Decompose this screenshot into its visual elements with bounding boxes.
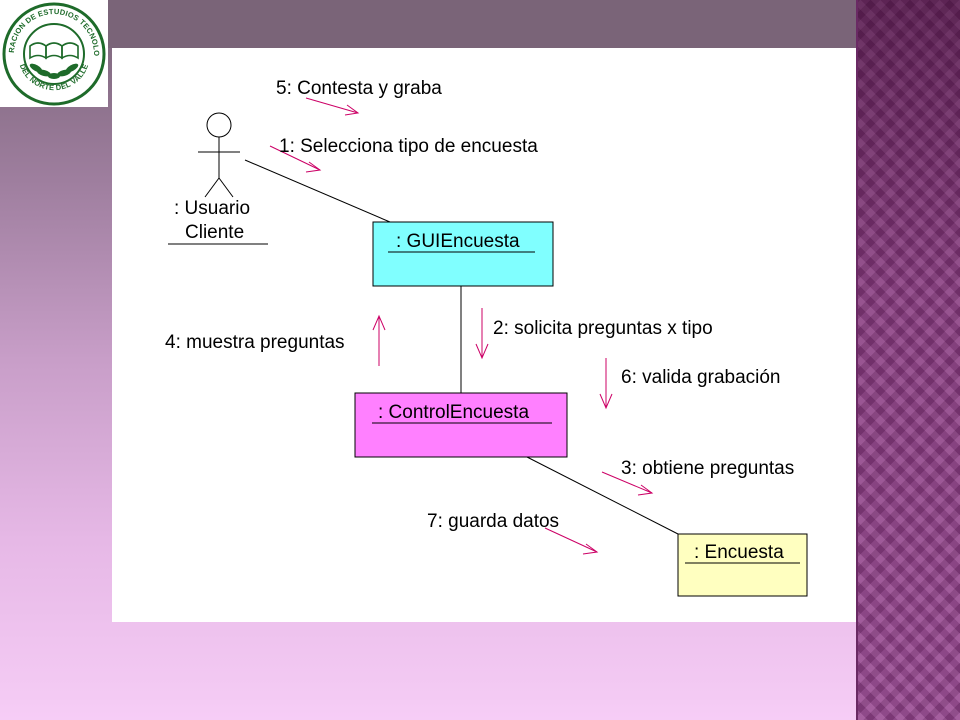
link-actor-gui [244,159,391,223]
message-4-arrow [372,314,386,366]
actor-stick-figure [198,112,240,198]
object-encuesta-label: : Encuesta [694,542,784,563]
link-control-entity [526,456,679,535]
message-4-label: 4: muestra preguntas [165,332,345,353]
message-2-arrow [475,308,489,360]
message-6-label: 6: valida grabación [621,367,781,388]
message-2-label: 2: solicita preguntas x tipo [493,318,713,339]
object-control-box [354,392,568,458]
actor-head [206,112,232,138]
book-icon [29,42,79,60]
message-7-arrow [544,527,599,555]
message-7-label: 7: guarda datos [427,511,559,532]
actor-name-line2: Cliente [185,222,244,243]
actor-left-leg [204,177,220,198]
actor-name-line1: : Usuario [174,198,250,219]
object-gui-label: : GUIEncuesta [396,231,520,252]
object-gui-box [372,221,554,287]
message-3-arrow [601,471,654,496]
actor-right-leg [218,177,234,198]
object-control-label: : ControlEncuesta [378,402,529,423]
object-gui-encuesta[interactable]: : GUIEncuesta [372,221,554,287]
object-control-encuesta[interactable]: : ControlEncuesta [354,392,568,458]
object-encuesta-box [677,533,808,597]
message-3-label: 3: obtiene preguntas [621,458,794,479]
message-6-arrow [599,358,613,410]
institution-logo: CORPORACION DE ESTUDIOS TECNOLOGICOS DEL… [0,0,106,106]
message-1-label: 1: Selecciona tipo de encuesta [279,136,538,157]
object-encuesta[interactable]: : Encuesta [677,533,808,597]
message-1-arrow [269,145,322,173]
top-banner [0,0,856,48]
diagram-canvas [112,48,856,622]
message-5-arrow [305,97,360,116]
decorative-side-panel [856,0,960,720]
laurel-icon [29,63,79,79]
message-5-label: 5: Contesta y graba [276,78,442,99]
